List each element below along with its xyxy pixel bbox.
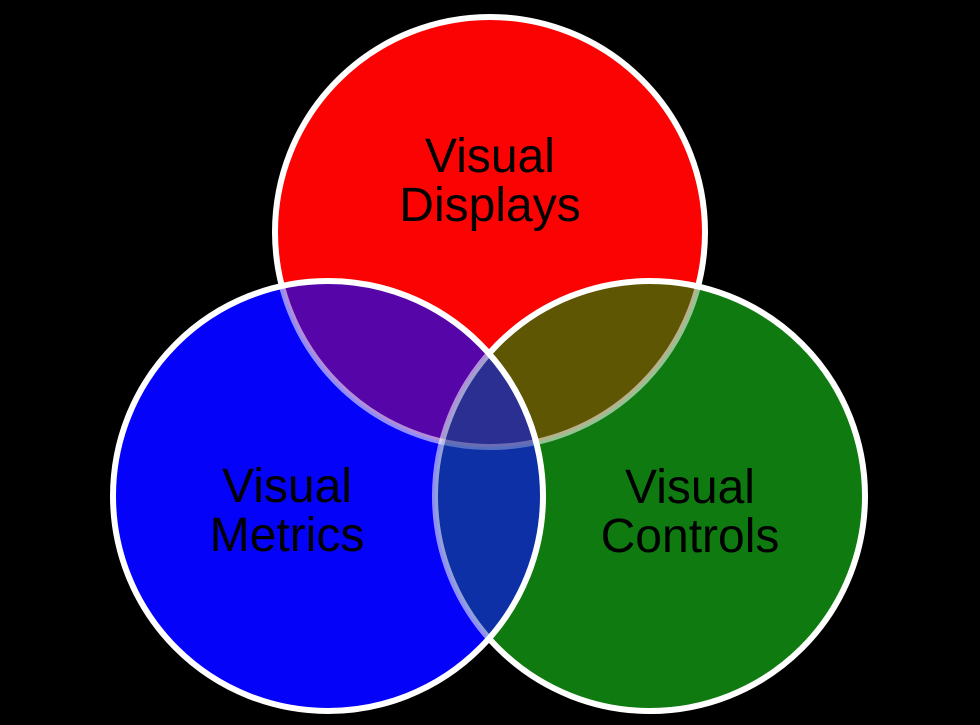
label-visual-controls-line1: Visual (625, 461, 755, 514)
controls-ring-tint-over-metrics (432, 281, 543, 711)
displays-ring-tint-over-metrics (272, 281, 543, 450)
displays-ring-tint-center (435, 281, 543, 450)
region-displays-controls (435, 281, 705, 447)
label-visual-controls-line2: Controls (600, 510, 780, 563)
label-visual-displays-line1: Visual (425, 130, 555, 183)
label-visual-controls: Visual Controls (601, 463, 780, 561)
metrics-ring (110, 278, 546, 714)
label-visual-metrics-line2: Metrics (209, 509, 365, 562)
label-visual-metrics-line1: Visual (222, 460, 352, 513)
label-visual-displays-line2: Displays (399, 179, 581, 232)
region-displays-metrics (275, 281, 543, 447)
label-visual-metrics: Visual Metrics (210, 462, 365, 560)
label-visual-displays: Visual Displays (399, 132, 580, 230)
